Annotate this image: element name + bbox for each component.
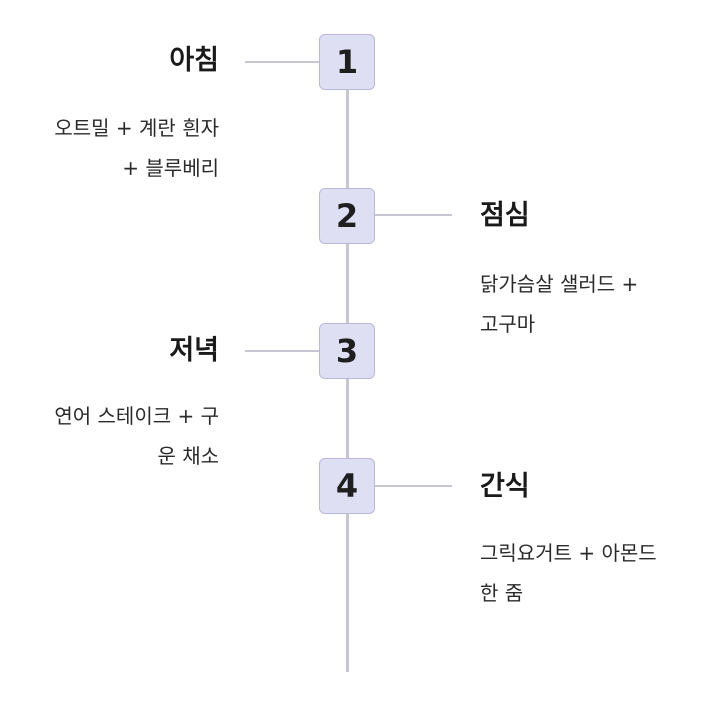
step-4-description-line-1: 그릭요거트 + 아몬드 [480,541,657,565]
step-1-box: 1 [319,34,375,90]
step-4-title: 간식 [480,471,530,502]
step-4-box: 4 [319,458,375,514]
step-1-description-line-1: 오트밀 + 계란 흰자 [54,116,219,140]
step-3-description-line-1: 연어 스테이크 + 구 [54,404,219,428]
step-3-description-line-2: 운 채소 [157,444,219,468]
step-4-description-line-2: 한 줌 [480,581,524,605]
step-1-number: 1 [335,43,359,81]
step-2-number: 2 [335,197,359,235]
step-2-title: 점심 [480,200,530,231]
step-3-number: 3 [335,332,359,370]
step-3-title: 저녁 [169,335,219,366]
step-3-description: 연어 스테이크 + 구 운 채소 [54,396,219,476]
step-1-title: 아침 [169,45,219,76]
step-2-description: 닭가슴살 샐러드 + 고구마 [480,264,638,344]
connector-1 [245,61,319,63]
step-2-description-line-2: 고구마 [480,312,536,336]
step-3-box: 3 [319,323,375,379]
step-1-description: 오트밀 + 계란 흰자 + 블루베리 [54,108,219,188]
step-2-box: 2 [319,188,375,244]
connector-3 [245,350,319,352]
connector-4 [375,485,452,487]
connector-2 [375,214,452,216]
step-2-description-line-1: 닭가슴살 샐러드 + [480,272,639,296]
step-1-description-line-2: + 블루베리 [122,156,219,180]
step-4-number: 4 [335,467,359,505]
step-4-description: 그릭요거트 + 아몬드 한 줌 [480,533,657,613]
